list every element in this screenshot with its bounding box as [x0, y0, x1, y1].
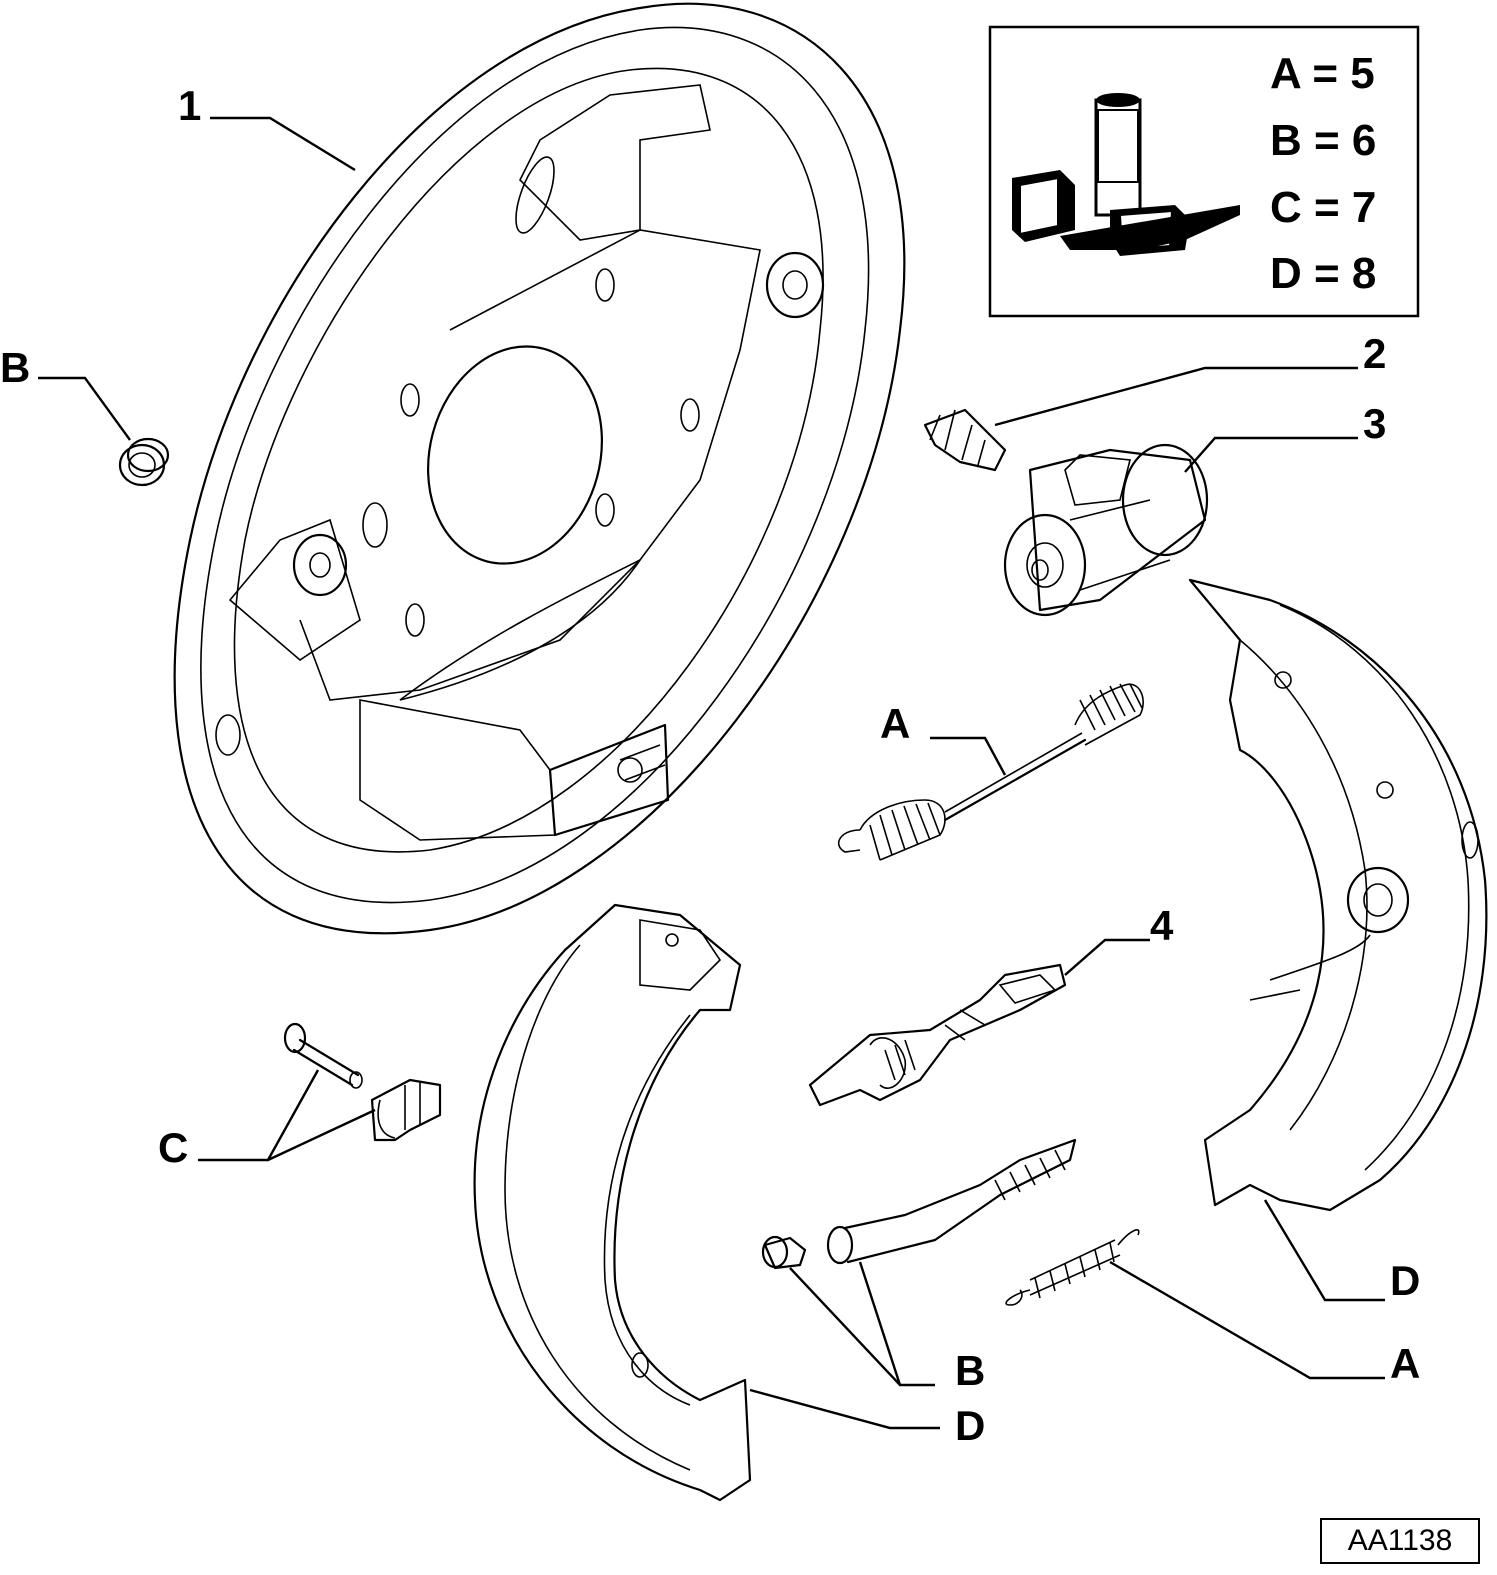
callout-a-upper: A	[880, 700, 910, 747]
adjuster-spring-sleeve	[826, 1138, 1077, 1265]
callout-3: 3	[1363, 400, 1386, 447]
return-spring-lower	[1005, 1229, 1140, 1306]
callout-d-left-shoe: D	[955, 1402, 985, 1449]
hold-down-clip	[370, 1078, 442, 1142]
leader-lines	[38, 116, 1385, 1430]
reference-code: AA1138	[1320, 1518, 1480, 1564]
callout-4: 4	[1150, 902, 1174, 949]
callout-a-lower: A	[1390, 1340, 1420, 1387]
callout-d-right-shoe: D	[1390, 1257, 1420, 1304]
brake-shoe-left	[473, 903, 752, 1502]
callout-2: 2	[1363, 330, 1386, 377]
callout-b-bottom: B	[955, 1347, 985, 1394]
legend-row-b: B = 6	[1270, 116, 1376, 165]
callout-b-plug: B	[0, 344, 30, 391]
bleeder-screw	[923, 408, 1007, 472]
brake-shoe-right	[1188, 578, 1488, 1212]
callout-c-clip: C	[158, 1124, 188, 1171]
plug-part	[118, 437, 170, 487]
legend-row-c: C = 7	[1270, 183, 1376, 232]
adjuster-bush	[761, 1235, 807, 1270]
backing-plate	[173, 2, 906, 935]
adjuster-strut	[808, 963, 1067, 1107]
legend-box: A = 5 B = 6 C = 7 D = 8	[988, 25, 1420, 318]
legend-row-a: A = 5	[1270, 49, 1375, 98]
hold-down-pin	[283, 1022, 363, 1089]
wheel-cylinder	[1003, 443, 1209, 617]
legend-row-d: D = 8	[1270, 249, 1376, 298]
callout-1: 1	[178, 82, 201, 129]
return-spring-upper	[837, 683, 1144, 861]
fiat-parts-kit-icon	[1012, 93, 1240, 256]
